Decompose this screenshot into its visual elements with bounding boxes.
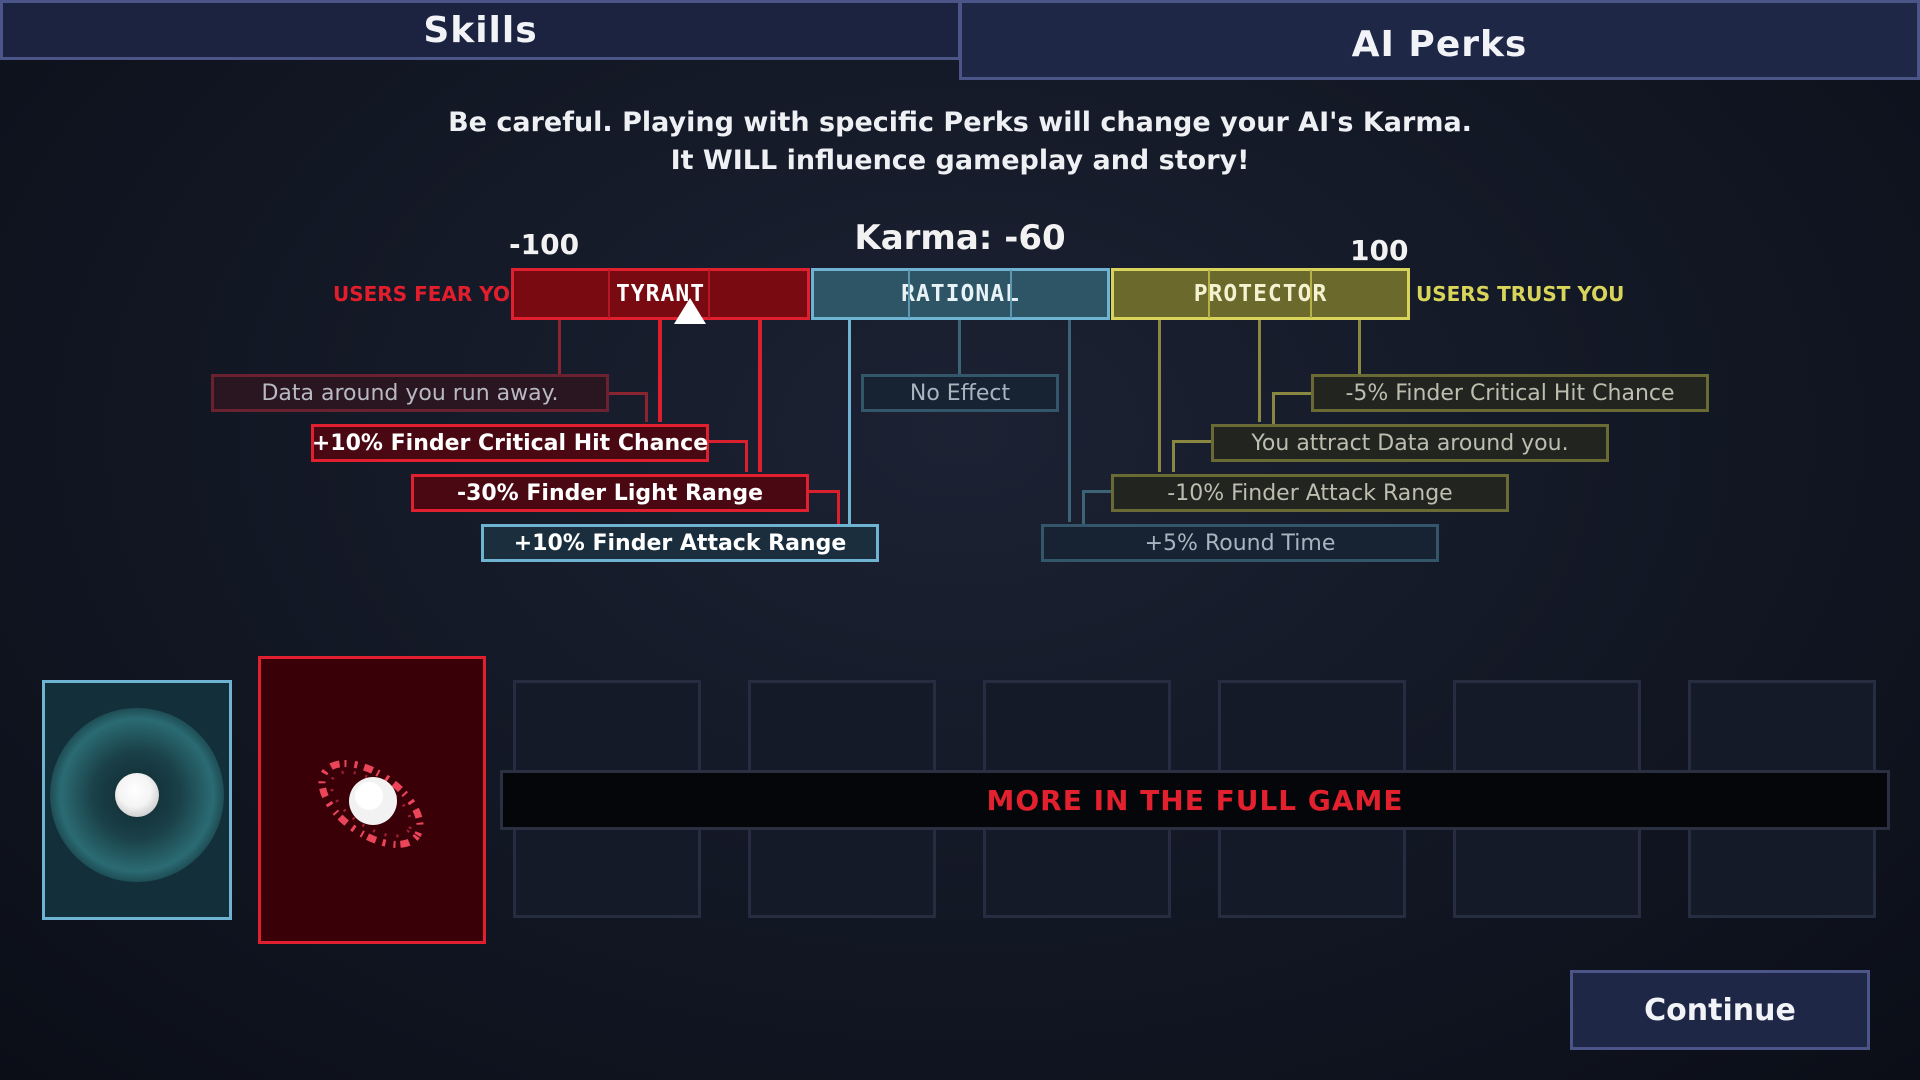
karma-segment-rational-label: RATIONAL [901,281,1020,307]
connector-line [758,320,762,472]
karma-tick [908,270,910,318]
karma-tick [708,270,710,318]
tab-skills-label: Skills [423,9,538,51]
tyrant-effect-1: Data around you run away. [211,374,609,412]
connector-line [958,320,961,374]
connector-line [645,392,648,422]
tab-ai-perks[interactable]: AI Perks [959,0,1920,80]
karma-warning: Be careful. Playing with specific Perks … [360,104,1560,180]
tyrant-perk-icon [318,760,424,848]
connector-line [848,320,851,524]
connector-line [1272,392,1275,424]
connector-line [1082,490,1085,524]
connector-line [1068,320,1071,522]
karma-warning-line-1: Be careful. Playing with specific Perks … [448,107,1472,138]
perk-slot-tyrant[interactable] [258,656,486,944]
connector-line [658,320,662,422]
protector-effect-1: -5% Finder Critical Hit Chance [1311,374,1709,412]
karma-warning-line-2: It WILL influence gameplay and story! [670,145,1250,176]
connector-line [1172,440,1212,443]
connector-line [808,490,840,493]
karma-tick [1208,270,1210,318]
karma-tick [1310,270,1312,318]
protector-effect-4: +5% Round Time [1041,524,1439,562]
connector-line [708,440,748,443]
tab-ai-perks-label: AI Perks [1351,23,1528,65]
protector-effect-3: -10% Finder Attack Range [1111,474,1509,512]
connector-line [558,320,561,374]
tyrant-effect-4: +10% Finder Attack Range [481,524,879,562]
karma-tick [608,270,610,318]
karma-max-label: 100 [1350,234,1409,267]
connector-line [1272,392,1312,395]
karma-min-label: -100 [509,228,580,261]
connector-line [1358,320,1361,374]
more-in-full-game-banner: MORE IN THE FULL GAME [500,770,1890,830]
karma-segment-tyrant: TYRANT [511,268,810,320]
connector-line [1172,440,1175,472]
more-in-full-game-text: MORE IN THE FULL GAME [986,783,1404,817]
connector-line [1258,320,1261,422]
users-fear-label: USERS FEAR YOU [333,282,527,306]
tab-skills[interactable]: Skills [0,0,961,60]
rational-perk-core-icon [115,773,159,817]
karma-tick [1010,270,1012,318]
karma-marker-icon [674,298,706,324]
rational-effect-1: No Effect [861,374,1059,412]
connector-line [745,440,748,472]
connector-line [1158,320,1161,472]
karma-segment-protector-label: PROTECTOR [1193,281,1328,307]
perk-slot-rational[interactable] [42,680,232,920]
connector-line [608,392,648,395]
karma-segment-protector: PROTECTOR [1111,268,1410,320]
connector-line [1082,490,1112,493]
protector-effect-2: You attract Data around you. [1211,424,1609,462]
karma-value-title: Karma: -60 [854,218,1066,258]
tyrant-effect-2: +10% Finder Critical Hit Chance [311,424,709,462]
tyrant-effect-3: -30% Finder Light Range [411,474,809,512]
karma-segment-rational: RATIONAL [811,268,1110,320]
connector-line [837,490,840,524]
continue-button-label: Continue [1644,992,1796,1028]
continue-button[interactable]: Continue [1570,970,1870,1050]
users-trust-label: USERS TRUST YOU [1416,282,1625,306]
